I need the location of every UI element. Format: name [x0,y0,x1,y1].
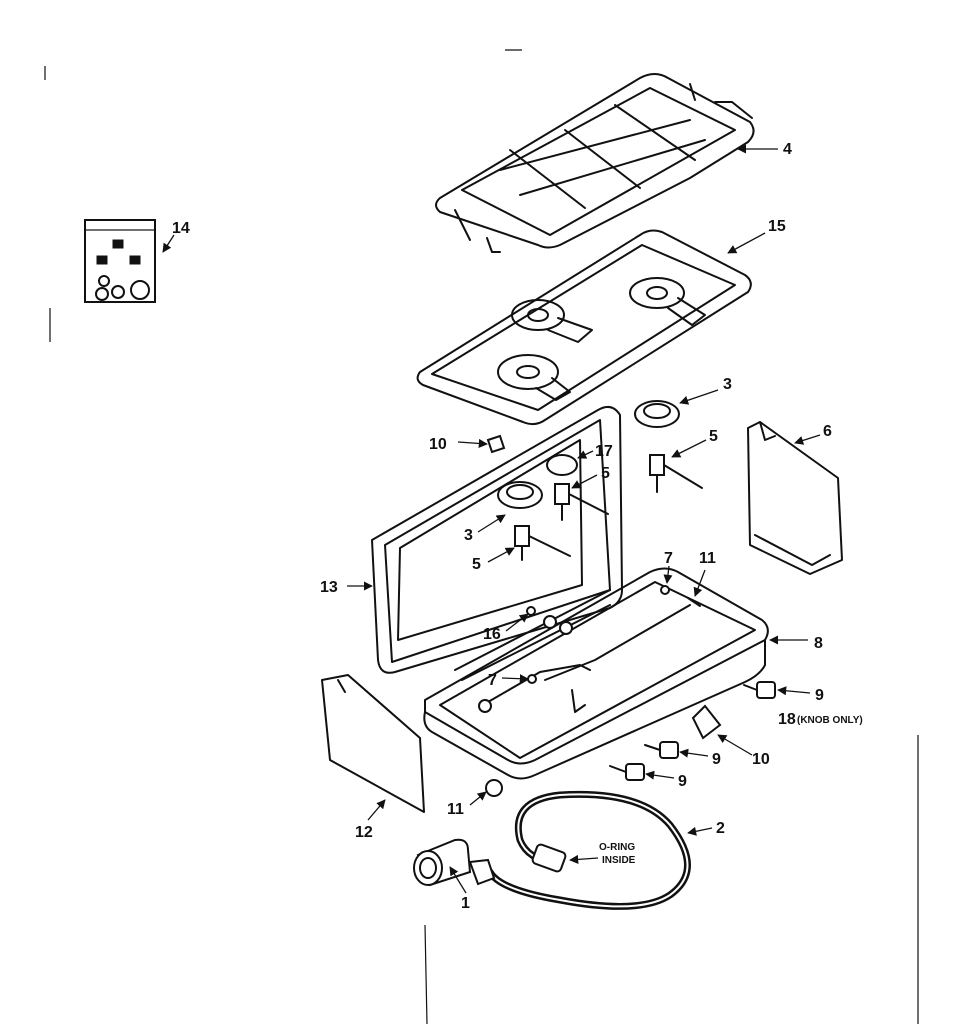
valve-5c [649,454,703,493]
callout-5b: 5 [601,465,610,482]
wind-screen-part-12 [321,674,425,813]
screw-part-7a [660,585,670,595]
clip-part-10b [691,704,722,740]
knob-part-9c [609,763,645,781]
callout-12: 12 [355,824,373,841]
spring-part-16 [526,606,536,616]
callout-1: 1 [461,895,470,912]
callout-18: 18 [778,711,796,728]
parts-card-14 [84,219,156,303]
valve-5b [554,483,609,521]
callout-5a: 5 [709,428,718,445]
callout-16: 16 [483,626,501,643]
fitting-part-11b [687,597,701,607]
callout-17: 17 [595,443,613,460]
hose-part-2 [468,790,691,910]
burner-head-3b [634,400,680,428]
valve-5a [514,525,571,561]
callout-2: 2 [716,820,725,837]
screw-part-7b [527,674,537,684]
callout-11a: 11 [699,550,716,567]
callout-15: 15 [768,218,786,235]
oring-note-line1: O-RING [599,842,635,853]
callout-3a: 3 [723,376,732,393]
fitting-part-11a [485,779,503,797]
top-pan-part [416,229,752,426]
grate-part [435,73,755,253]
clip-part-10a [486,434,506,454]
burner-head-3a [497,481,543,509]
callout-10b: 10 [752,751,770,768]
knob-only-note: (KNOB ONLY) [797,715,863,726]
knob-part-9a [743,681,776,699]
callout-labels: 1 2 3 3 4 5 5 5 6 7 7 8 9 9 9 10 10 11 1… [172,141,863,912]
callout-3b: 3 [464,527,473,544]
adapter-part-1 [413,838,472,887]
callout-6: 6 [823,423,832,440]
leader-lines [162,144,821,894]
wind-screen-part-6 [747,421,843,575]
base-housing-part-8 [423,567,769,780]
callout-7b: 7 [488,672,497,689]
callout-5c: 5 [472,556,481,573]
callout-4: 4 [783,141,792,158]
callout-8: 8 [814,635,823,652]
knob-part-9b [644,741,679,759]
callout-13: 13 [320,579,338,596]
callout-9a: 9 [815,687,824,704]
oring-note-line2: INSIDE [602,855,636,866]
callout-9c: 9 [678,773,687,790]
callout-11b: 11 [447,801,464,818]
callout-14: 14 [172,220,190,237]
scan-marks [44,49,919,1024]
callout-9b: 9 [712,751,721,768]
cap-part-17 [546,454,578,476]
callout-10a: 10 [429,436,447,453]
callout-7a: 7 [664,550,673,567]
